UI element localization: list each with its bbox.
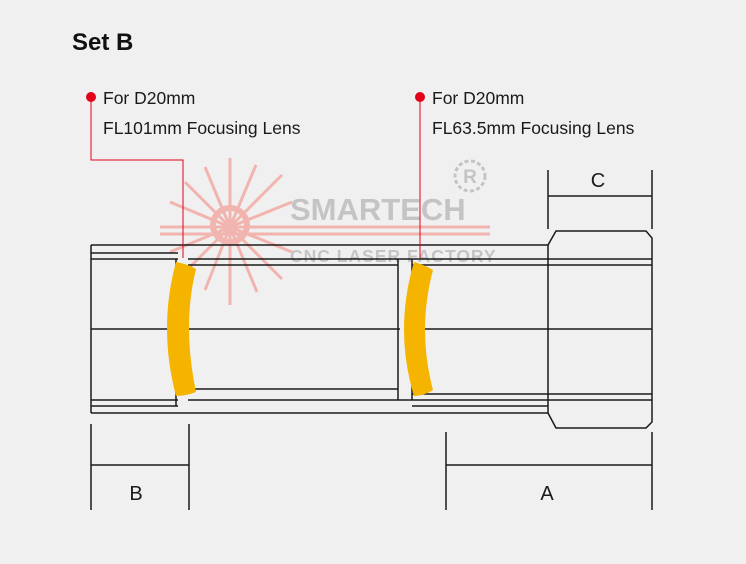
callout-line2: FL101mm Focusing Lens — [103, 118, 301, 138]
registered-gear-icon — [453, 159, 487, 193]
dimension-c-label: C — [591, 170, 605, 192]
watermark-rays — [160, 158, 490, 305]
dimension-a-label: A — [540, 483, 554, 505]
watermark-logo: SMARTECH CNC LASER FACTORY R — [160, 158, 497, 305]
callout-fl101: For D20mm FL101mm Focusing Lens — [86, 88, 301, 258]
registered-mark: R — [463, 167, 477, 188]
callout-leader-line — [90, 97, 184, 258]
dimension-c: C — [547, 170, 653, 229]
page-title: Set B — [72, 29, 133, 56]
dimension-b-label: B — [129, 483, 142, 505]
callout-line2: FL63.5mm Focusing Lens — [432, 118, 635, 138]
fl63-5-focusing-lens — [404, 262, 433, 396]
dimension-b: B — [90, 424, 190, 510]
watermark-tagline: CNC LASER FACTORY — [290, 246, 497, 266]
watermark-sun — [210, 205, 250, 245]
callout-line1: For D20mm — [432, 88, 524, 108]
callout-fl63-5: For D20mm FL63.5mm Focusing Lens — [415, 88, 635, 258]
dimension-a: A — [445, 432, 653, 510]
fl101-focusing-lens — [167, 262, 196, 396]
callout-line1: For D20mm — [103, 88, 195, 108]
watermark-brand: SMARTECH — [290, 192, 466, 227]
